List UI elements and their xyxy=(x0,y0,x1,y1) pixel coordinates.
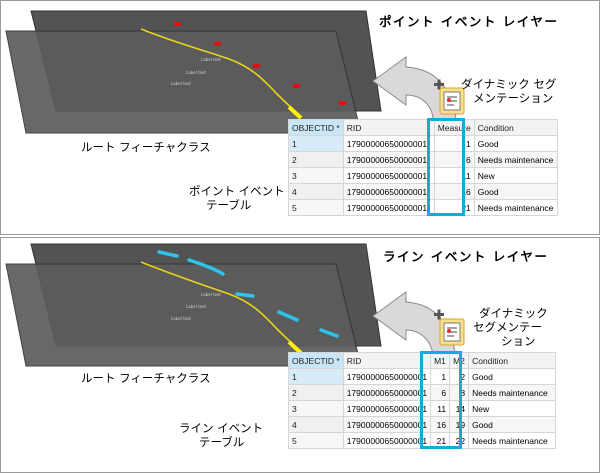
map-label-3: Label text xyxy=(171,81,191,86)
line-event-3 xyxy=(235,292,255,298)
cell-rid[interactable]: 17900000650000001 xyxy=(342,384,432,401)
cell-rid[interactable]: 17900000650000001 xyxy=(342,167,435,184)
route-line xyxy=(140,261,302,353)
line-event-table-label-line2: テーブル xyxy=(199,435,245,449)
line-event-panel: Label text Label text Label text ライン イベン… xyxy=(0,237,600,473)
measure-column-highlight xyxy=(427,118,465,216)
map-label-3: Label text xyxy=(171,316,191,321)
cell-condition[interactable]: Good xyxy=(468,368,557,385)
cell-rid[interactable]: 17900000650000001 xyxy=(342,400,432,417)
cell-objectid[interactable]: 2 xyxy=(288,151,344,168)
line-event-4 xyxy=(277,310,299,322)
cell-condition[interactable]: Good xyxy=(473,135,558,152)
map-label-1: Label text xyxy=(201,292,221,297)
cell-condition[interactable]: New xyxy=(468,400,557,417)
m1-m2-column-highlight xyxy=(420,351,462,449)
cell-rid[interactable]: 17900000650000001 xyxy=(342,199,435,216)
cell-rid[interactable]: 17900000650000001 xyxy=(342,368,432,385)
cell-objectid[interactable]: 5 xyxy=(288,199,344,216)
column-header-objectid[interactable]: OBJECTID * xyxy=(288,119,344,136)
column-header-objectid[interactable]: OBJECTID * xyxy=(288,352,344,369)
event-point-5 xyxy=(339,101,346,105)
cell-condition[interactable]: Needs maintenance xyxy=(473,199,558,216)
cell-rid[interactable]: 17900000650000001 xyxy=(342,416,432,433)
table-header-row: OBJECTID * RID M1 M2 Condition xyxy=(288,352,557,369)
event-point-1 xyxy=(174,22,181,26)
map-label-1: Label text xyxy=(201,57,221,62)
line-event-illustration: Label text Label text Label text xyxy=(5,243,465,367)
cell-condition[interactable]: Needs maintenance xyxy=(473,151,558,168)
route-feature-class-label: ルート フィーチャクラス xyxy=(81,140,211,154)
cell-condition[interactable]: Needs maintenance xyxy=(468,432,557,449)
point-event-illustration: Label text Label text Label text xyxy=(5,10,465,134)
line-event-5 xyxy=(319,328,339,338)
route-feature-class-label: ルート フィーチャクラス xyxy=(81,371,211,385)
route-line-highlight xyxy=(287,340,303,355)
dynamic-segmentation-tool-icon xyxy=(439,87,465,115)
cell-objectid[interactable]: 1 xyxy=(288,135,344,152)
line-event-layer-title: ライン イベント レイヤー xyxy=(383,249,549,264)
cell-rid[interactable]: 17900000650000001 xyxy=(342,432,432,449)
table-header-row: OBJECTID * RID Measure Condition xyxy=(288,119,558,136)
cell-objectid[interactable]: 3 xyxy=(288,400,344,417)
cell-objectid[interactable]: 3 xyxy=(288,167,344,184)
cell-condition[interactable]: Good xyxy=(468,416,557,433)
event-point-2 xyxy=(214,42,221,46)
line-event-2 xyxy=(187,258,225,276)
cell-condition[interactable]: Good xyxy=(473,183,558,200)
plus-icon xyxy=(434,79,444,90)
line-event-1 xyxy=(157,250,179,258)
dynamic-segmentation-tool-icon xyxy=(439,318,465,346)
cell-condition[interactable]: Needs maintenance xyxy=(468,384,557,401)
point-event-panel: Label text Label text Label text ポイント イベ… xyxy=(0,0,600,235)
route-feature-class-plane xyxy=(5,263,362,367)
cell-rid[interactable]: 17900000650000001 xyxy=(342,183,435,200)
dynamic-segmentation-label-line2: セグメンテー xyxy=(473,320,542,334)
point-event-table-label-line1: ポイント イベント xyxy=(189,184,285,198)
cell-objectid[interactable]: 2 xyxy=(288,384,344,401)
column-header-condition[interactable]: Condition xyxy=(468,352,557,369)
cell-objectid[interactable]: 1 xyxy=(288,368,344,385)
dynamic-segmentation-label-line1: ダイナミック xyxy=(479,306,548,320)
cell-m1[interactable]: 16 xyxy=(430,416,451,433)
dynamic-segmentation-label-line2: メンテーション xyxy=(473,91,554,105)
event-point-3 xyxy=(253,64,260,68)
line-event-table-label-line1: ライン イベント xyxy=(179,421,264,435)
column-header-rid[interactable]: RID xyxy=(342,119,435,136)
map-label-2: Label text xyxy=(186,70,206,75)
plus-icon xyxy=(434,309,444,320)
point-event-layer-title: ポイント イベント レイヤー xyxy=(379,14,559,29)
column-header-rid[interactable]: RID xyxy=(342,352,432,369)
cell-condition[interactable]: New xyxy=(473,167,558,184)
point-event-table-label-line2: テーブル xyxy=(206,198,252,212)
map-label-2: Label text xyxy=(186,304,206,309)
cell-rid[interactable]: 17900000650000001 xyxy=(342,135,435,152)
cell-objectid[interactable]: 4 xyxy=(288,183,344,200)
route-line xyxy=(140,28,302,118)
route-line-highlight xyxy=(287,105,303,120)
dynamic-segmentation-label-line3: ション xyxy=(501,334,536,348)
column-header-condition[interactable]: Condition xyxy=(473,119,558,136)
dynamic-segmentation-label-line1: ダイナミック セグ xyxy=(461,77,557,91)
cell-objectid[interactable]: 5 xyxy=(288,432,344,449)
cell-rid[interactable]: 17900000650000001 xyxy=(342,151,435,168)
cell-objectid[interactable]: 4 xyxy=(288,416,344,433)
event-point-4 xyxy=(293,84,300,88)
